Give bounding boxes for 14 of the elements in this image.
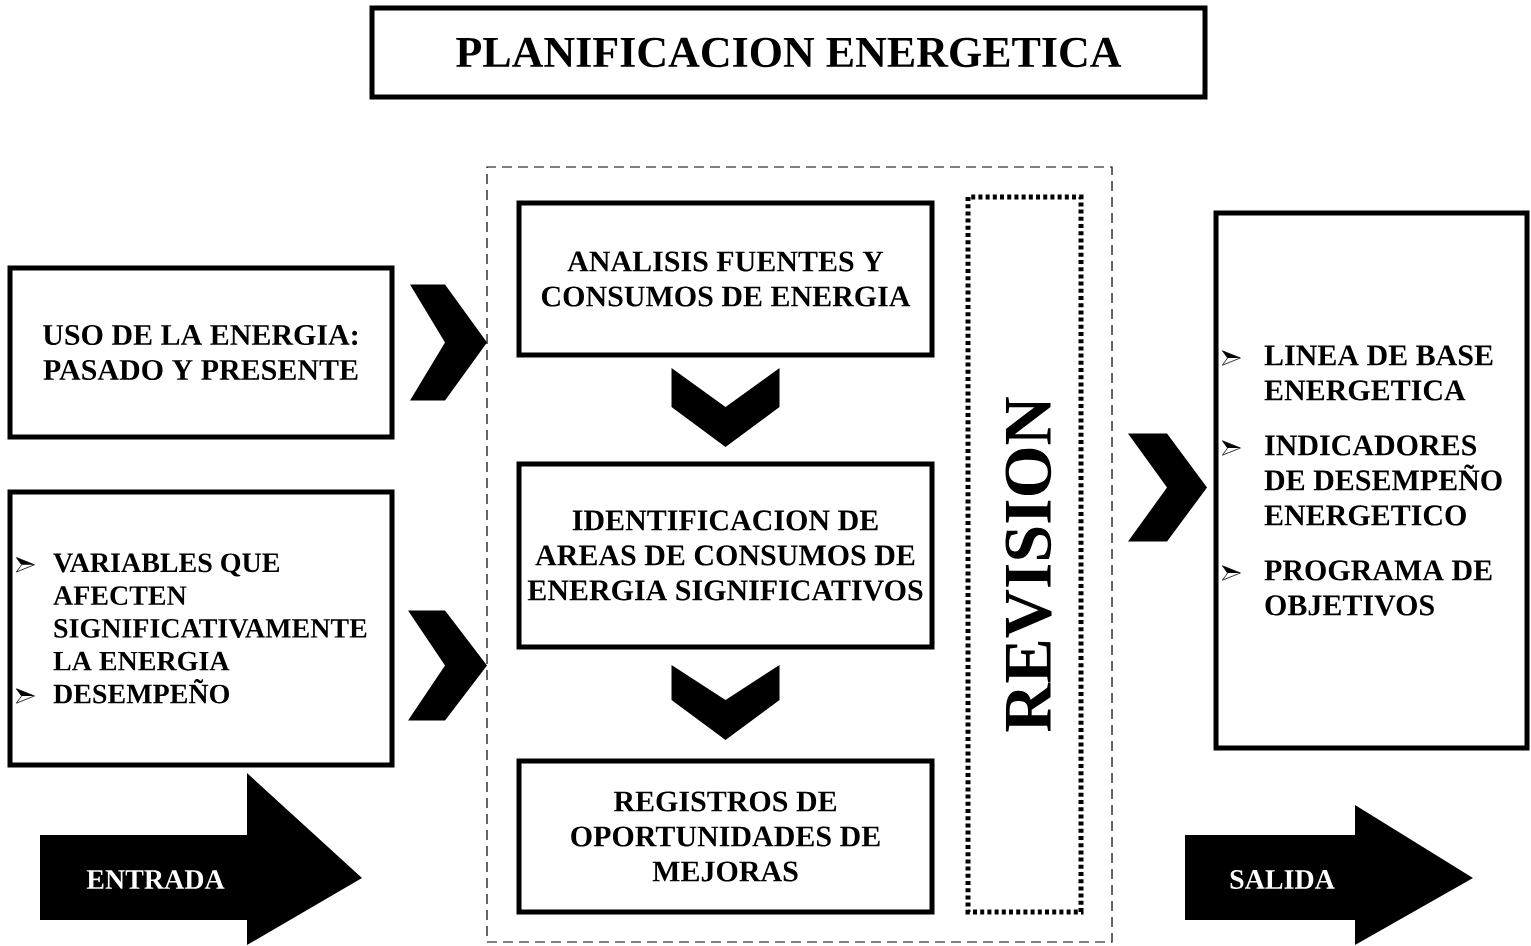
chevron-arrow <box>410 284 487 401</box>
process-box: USO DE LA ENERGIA: PASADO Y PRESENTE <box>7 265 395 440</box>
chevron-arrow <box>671 665 780 740</box>
revision-box: REVISION <box>965 194 1084 915</box>
process-box: REGISTROS DE OPORTUNIDADES DE MEJORAS <box>516 758 935 915</box>
process-box: ANALISIS FUENTES Y CONSUMOS DE ENERGIA <box>516 200 935 358</box>
list-box: VARIABLES QUE AFECTEN SIGNIFICATIVAMENTE LA ENERGIA DESEMPEÑO <box>7 489 395 768</box>
chevron-arrow <box>1128 433 1207 542</box>
chevron-arrow <box>671 368 780 447</box>
title-box: PLANIFICACION ENERGETICA <box>369 5 1208 100</box>
chevron-arrow <box>408 610 487 721</box>
dashed-frame <box>486 166 1113 943</box>
process-box: IDENTIFICACION DE AREAS DE CONSUMOS DE ENERGIA SIGNIFICATIVOS <box>516 461 935 650</box>
list-box: LINEA DE BASE ENERGETICA INDICADORES DE DESEMPEÑO ENERGETICO PROGRAMA DE OBJETIVOS <box>1213 210 1530 751</box>
